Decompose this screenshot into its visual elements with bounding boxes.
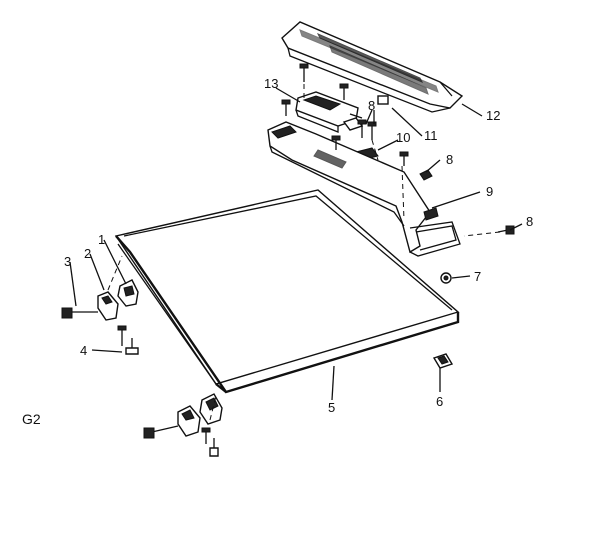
part-7-bumper (440, 272, 452, 284)
part-5-top-panel (114, 189, 460, 394)
callout-5: 5 (328, 400, 335, 415)
part-6-clip (432, 353, 454, 369)
callout-labels: 1 2 3 4 5 6 7 8 8 8 9 10 11 12 13 (64, 76, 533, 415)
callout-10: 10 (396, 130, 410, 145)
callout-9: 9 (486, 184, 493, 199)
callout-4: 4 (80, 343, 87, 358)
assembly-lines (107, 84, 501, 421)
part-11-clip (377, 95, 389, 105)
callout-11: 11 (424, 128, 438, 143)
screw-group-console (281, 63, 515, 235)
hinge-group-upper (61, 279, 139, 355)
part-9-panel-frame (267, 121, 461, 257)
callout-2: 2 (84, 246, 91, 261)
callout-13: 13 (264, 76, 278, 91)
callout-6: 6 (436, 394, 443, 409)
callout-7: 7 (474, 269, 481, 284)
callout-1: 1 (98, 232, 105, 247)
part-13-control-bracket (295, 91, 359, 133)
part-12-console-cover (281, 21, 464, 113)
hinge-group-lower (143, 393, 223, 457)
leader-lines (69, 87, 523, 401)
figure-code: G2 (22, 411, 41, 427)
callout-8-console: 8 (368, 98, 375, 113)
callout-8-far-right: 8 (526, 214, 533, 229)
callout-8-right: 8 (446, 152, 453, 167)
callout-12: 12 (486, 108, 500, 123)
callout-3: 3 (64, 254, 71, 269)
